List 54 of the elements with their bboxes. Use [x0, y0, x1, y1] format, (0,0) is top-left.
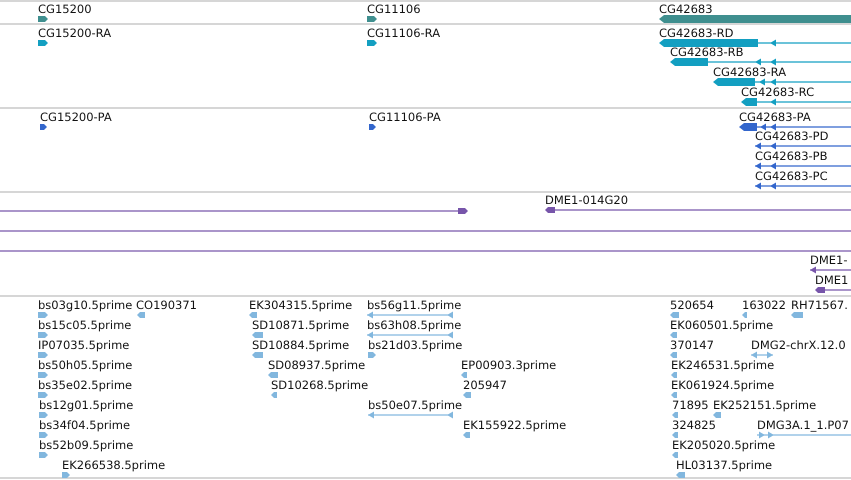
feature-label: 163022 — [742, 298, 786, 312]
feature-label: CG42683-RA — [713, 65, 786, 79]
feature-label: bs56g11.5prime — [367, 298, 462, 312]
feature-label: bs12g01.5prime — [39, 398, 134, 412]
feature-label: SD10871.5prime — [252, 318, 350, 332]
feature-label: CG11106-PA — [369, 110, 441, 124]
feature-label: DMG2-chrX.12.0 — [751, 338, 846, 352]
feature-label: SD10268.5prime — [271, 378, 368, 392]
feature-label: SD08937.5prime — [268, 358, 366, 372]
feature-label: CG42683-RD — [659, 26, 734, 40]
feature-label: CG15200-PA — [40, 110, 112, 124]
feature-label: EK061924.5prime — [671, 378, 774, 392]
feature-label: 71895 — [672, 398, 709, 412]
feature-label: RH71567. — [791, 298, 848, 312]
feature-label: CG15200-RA — [38, 26, 112, 40]
feature-label: EK252151.5prime — [713, 398, 816, 412]
feature-label: 370147 — [670, 338, 714, 352]
feature-label: bs21d03.5prime — [368, 338, 462, 352]
feature-label: bs15c05.5prime — [38, 318, 132, 332]
feature-label: CG42683-PD — [755, 129, 828, 143]
feature-label: bs03g10.5prime — [38, 298, 132, 312]
feature-label: CG15200 — [38, 2, 92, 16]
feature-label: bs52b09.5prime — [39, 438, 134, 452]
feature-label: EK266538.5prime — [62, 458, 166, 472]
feature-label: IP07035.5prime — [38, 338, 130, 352]
feature-label: CG42683-PA — [739, 110, 811, 124]
feature-label: EK304315.5prime — [249, 298, 352, 312]
feature-label: bs35e02.5prime — [38, 378, 132, 392]
feature-label: bs50h05.5prime — [38, 358, 132, 372]
feature-label: EK205020.5prime — [672, 438, 776, 452]
feature-label: CO190371 — [136, 298, 197, 312]
feature-label: HL03137.5prime — [676, 458, 772, 472]
feature-label: 520654 — [670, 298, 714, 312]
feature-label: DMG3A.1_1.P07 — [757, 418, 849, 432]
feature-label: DME1 — [815, 273, 848, 287]
feature-label: EK246531.5prime — [671, 358, 774, 372]
feature-label: bs34f04.5prime — [39, 418, 130, 432]
feature-label: 205947 — [463, 378, 507, 392]
feature-label: bs63h08.5prime — [367, 318, 462, 332]
feature-label: DME1- — [810, 253, 848, 267]
feature-label: CG11106 — [367, 2, 421, 16]
feature-label: EK155922.5prime — [463, 418, 566, 432]
feature-label: bs50e07.5prime — [368, 398, 462, 412]
feature-label: EP00903.3prime — [461, 358, 556, 372]
feature-label: CG11106-RA — [367, 26, 440, 40]
feature-label: EK060501.5prime — [670, 318, 774, 332]
feature-label: DME1-014G20 — [545, 193, 628, 207]
feature-label: CG42683-PB — [755, 149, 828, 163]
feature-label: CG42683-PC — [755, 169, 828, 183]
feature-label: CG42683-RB — [670, 45, 744, 59]
feature-label: CG42683 — [659, 2, 713, 16]
feature-label: 324825 — [672, 418, 716, 432]
feature-label: SD10884.5prime — [252, 338, 350, 352]
feature-label: CG42683-RC — [741, 85, 814, 99]
